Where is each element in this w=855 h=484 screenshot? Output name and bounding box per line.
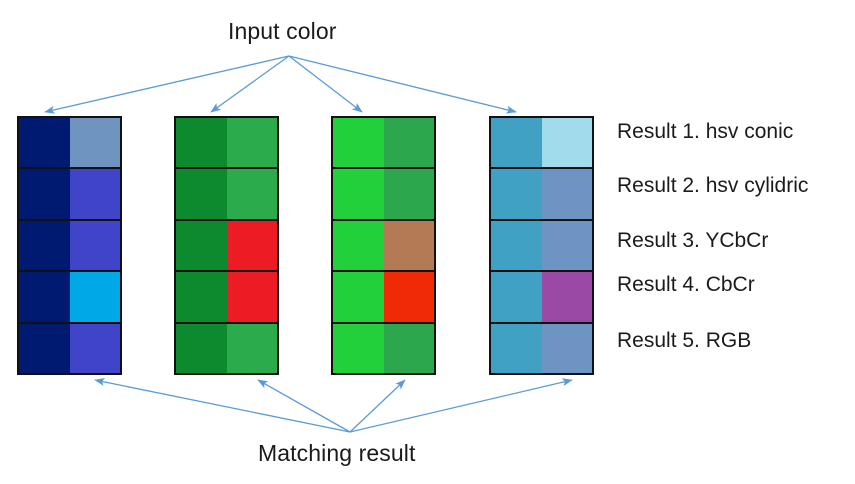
arrow-input-to-block-3 — [288, 55, 363, 113]
matching-result-swatch — [69, 272, 120, 322]
matching-result-swatch — [541, 118, 592, 168]
result-label-4: Result 4. CbCr — [617, 273, 755, 296]
input-color-swatch — [176, 220, 227, 271]
color-row — [491, 169, 592, 221]
input-color-swatch — [19, 220, 70, 271]
matching-result-swatch — [541, 323, 592, 374]
result-label-2: Result 2. hsv cylidric — [617, 174, 809, 197]
color-block-2 — [174, 116, 279, 375]
input-color-swatch — [333, 220, 384, 271]
matching-result-swatch — [226, 323, 277, 374]
matching-result-swatch — [226, 169, 277, 219]
arrow-input-to-block-4 — [288, 55, 517, 114]
color-row — [333, 220, 434, 273]
color-row — [176, 220, 277, 273]
input-color-caption: Input color — [228, 18, 337, 44]
matching-result-swatch — [383, 220, 434, 271]
input-color-swatch — [19, 272, 70, 322]
input-color-swatch — [19, 323, 70, 374]
input-color-swatch — [491, 323, 542, 374]
matching-result-swatch — [69, 220, 120, 271]
matching-result-swatch — [383, 323, 434, 374]
color-row — [491, 118, 592, 170]
input-color-swatch — [176, 272, 227, 322]
color-row — [491, 220, 592, 273]
color-block-1 — [17, 116, 122, 375]
matching-result-caption: Matching result — [258, 440, 416, 466]
color-row — [176, 169, 277, 221]
color-row — [491, 323, 592, 374]
color-block-4 — [489, 116, 594, 375]
matching-result-swatch — [383, 272, 434, 322]
input-color-swatch — [176, 118, 227, 168]
color-row — [333, 323, 434, 374]
color-row — [19, 220, 120, 273]
matching-result-swatch — [226, 272, 277, 322]
color-row — [176, 272, 277, 324]
color-block-3 — [331, 116, 436, 375]
matching-result-swatch — [541, 272, 592, 322]
input-color-swatch — [333, 323, 384, 374]
matching-result-swatch — [383, 118, 434, 168]
input-color-swatch — [19, 169, 70, 219]
input-color-swatch — [333, 272, 384, 322]
color-row — [333, 169, 434, 221]
color-row — [176, 118, 277, 170]
result-label-5: Result 5. RGB — [617, 329, 752, 352]
input-color-swatch — [491, 118, 542, 168]
matching-result-swatch — [383, 169, 434, 219]
arrow-match-to-block-3 — [349, 379, 406, 433]
matching-result-swatch — [69, 169, 120, 219]
color-row — [19, 323, 120, 374]
input-color-swatch — [491, 272, 542, 322]
matching-result-swatch — [541, 169, 592, 219]
matching-result-swatch — [541, 220, 592, 271]
arrow-match-to-block-2 — [257, 379, 351, 433]
arrow-input-to-block-2 — [210, 55, 290, 113]
result-label-3: Result 3. YCbCr — [617, 229, 769, 252]
color-row — [19, 169, 120, 221]
input-color-swatch — [491, 169, 542, 219]
result-label-1: Result 1. hsv conic — [617, 120, 794, 143]
input-color-swatch — [333, 118, 384, 168]
matching-result-swatch — [69, 118, 120, 168]
arrow-input-to-block-1 — [44, 55, 290, 114]
arrow-match-to-block-4 — [349, 378, 573, 433]
input-color-swatch — [491, 220, 542, 271]
input-color-swatch — [333, 169, 384, 219]
input-color-swatch — [19, 118, 70, 168]
color-row — [491, 272, 592, 324]
color-row — [176, 323, 277, 374]
color-row — [19, 118, 120, 170]
input-color-swatch — [176, 169, 227, 219]
input-color-swatch — [176, 323, 227, 374]
arrow-match-to-block-1 — [94, 377, 351, 433]
matching-result-swatch — [69, 323, 120, 374]
matching-result-swatch — [226, 220, 277, 271]
matching-result-swatch — [226, 118, 277, 168]
color-row — [333, 118, 434, 170]
color-row — [19, 272, 120, 324]
color-row — [333, 272, 434, 324]
